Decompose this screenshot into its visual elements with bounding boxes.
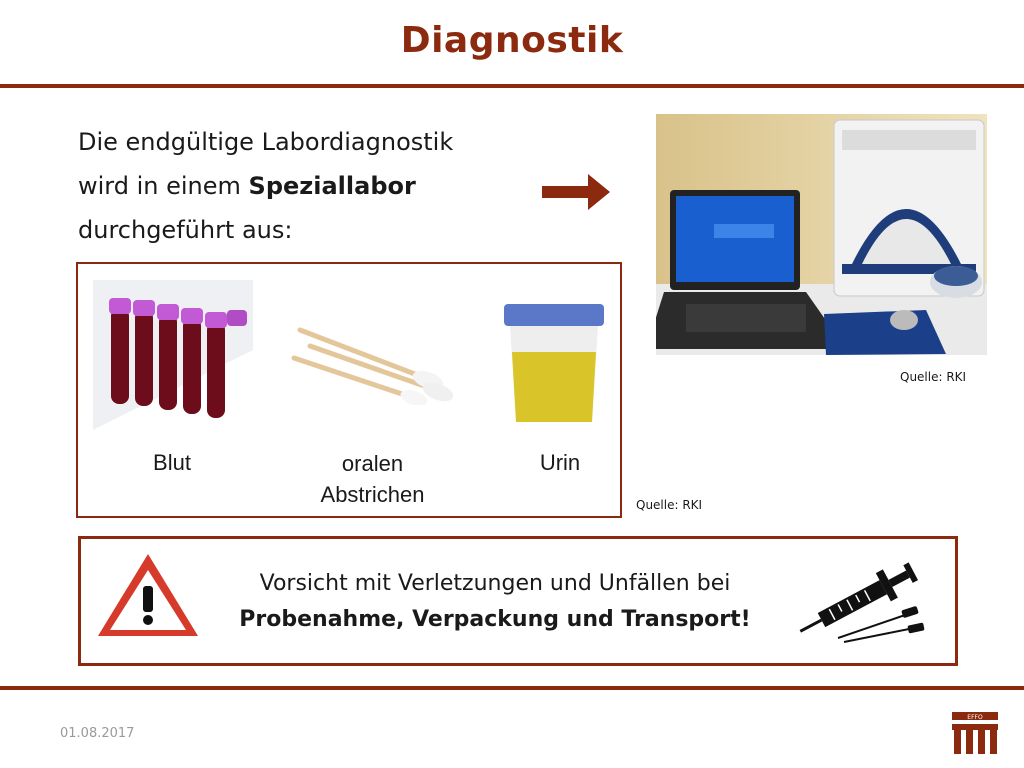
sample-label-blut: Blut: [153, 450, 191, 475]
right-arrow-icon: [542, 174, 610, 210]
warning-line-1: Vorsicht mit Verletzungen und Unfällen b…: [259, 571, 731, 596]
svg-text:EFFO: EFFO: [967, 714, 983, 721]
sample-types-box: [76, 262, 622, 518]
swabs-icon: [291, 327, 454, 405]
slide-date: 01.08.2017: [60, 726, 135, 741]
title-divider: [0, 84, 1024, 88]
slide-title: Diagnostik: [400, 20, 624, 61]
intro-line-2: wird in einem Speziallabor: [78, 164, 548, 208]
footer-divider: [0, 686, 1024, 690]
intro-text: Die endgültige Labordiagnostik wird in e…: [78, 120, 548, 252]
warning-triangle-icon: [98, 554, 198, 636]
warning-box: [78, 536, 958, 666]
warning-text: Vorsicht mit Verletzungen und Unfällen b…: [200, 566, 790, 638]
intro-line-2-prefix: wird in einem: [78, 172, 249, 200]
warning-line-2: Probenahme, Verpackung und Transport!: [239, 607, 751, 632]
intro-line-1: Die endgültige Labordiagnostik: [78, 128, 454, 156]
lab-photo: [656, 114, 987, 355]
sample-label-urin: Urin: [539, 450, 581, 475]
sample-source: Quelle: RKI: [636, 498, 703, 512]
sample-label-abstrichen: oralen Abstrichen: [320, 451, 425, 507]
intro-line-2-bold: Speziallabor: [248, 172, 416, 200]
blood-tubes-icon: [93, 280, 253, 440]
photo-source: Quelle: RKI: [900, 370, 967, 384]
syringe-icon: [799, 562, 925, 643]
effo-logo: EFFO: [952, 712, 998, 754]
urine-cup-icon: [504, 304, 604, 422]
intro-line-3: durchgeführt aus:: [78, 216, 293, 244]
